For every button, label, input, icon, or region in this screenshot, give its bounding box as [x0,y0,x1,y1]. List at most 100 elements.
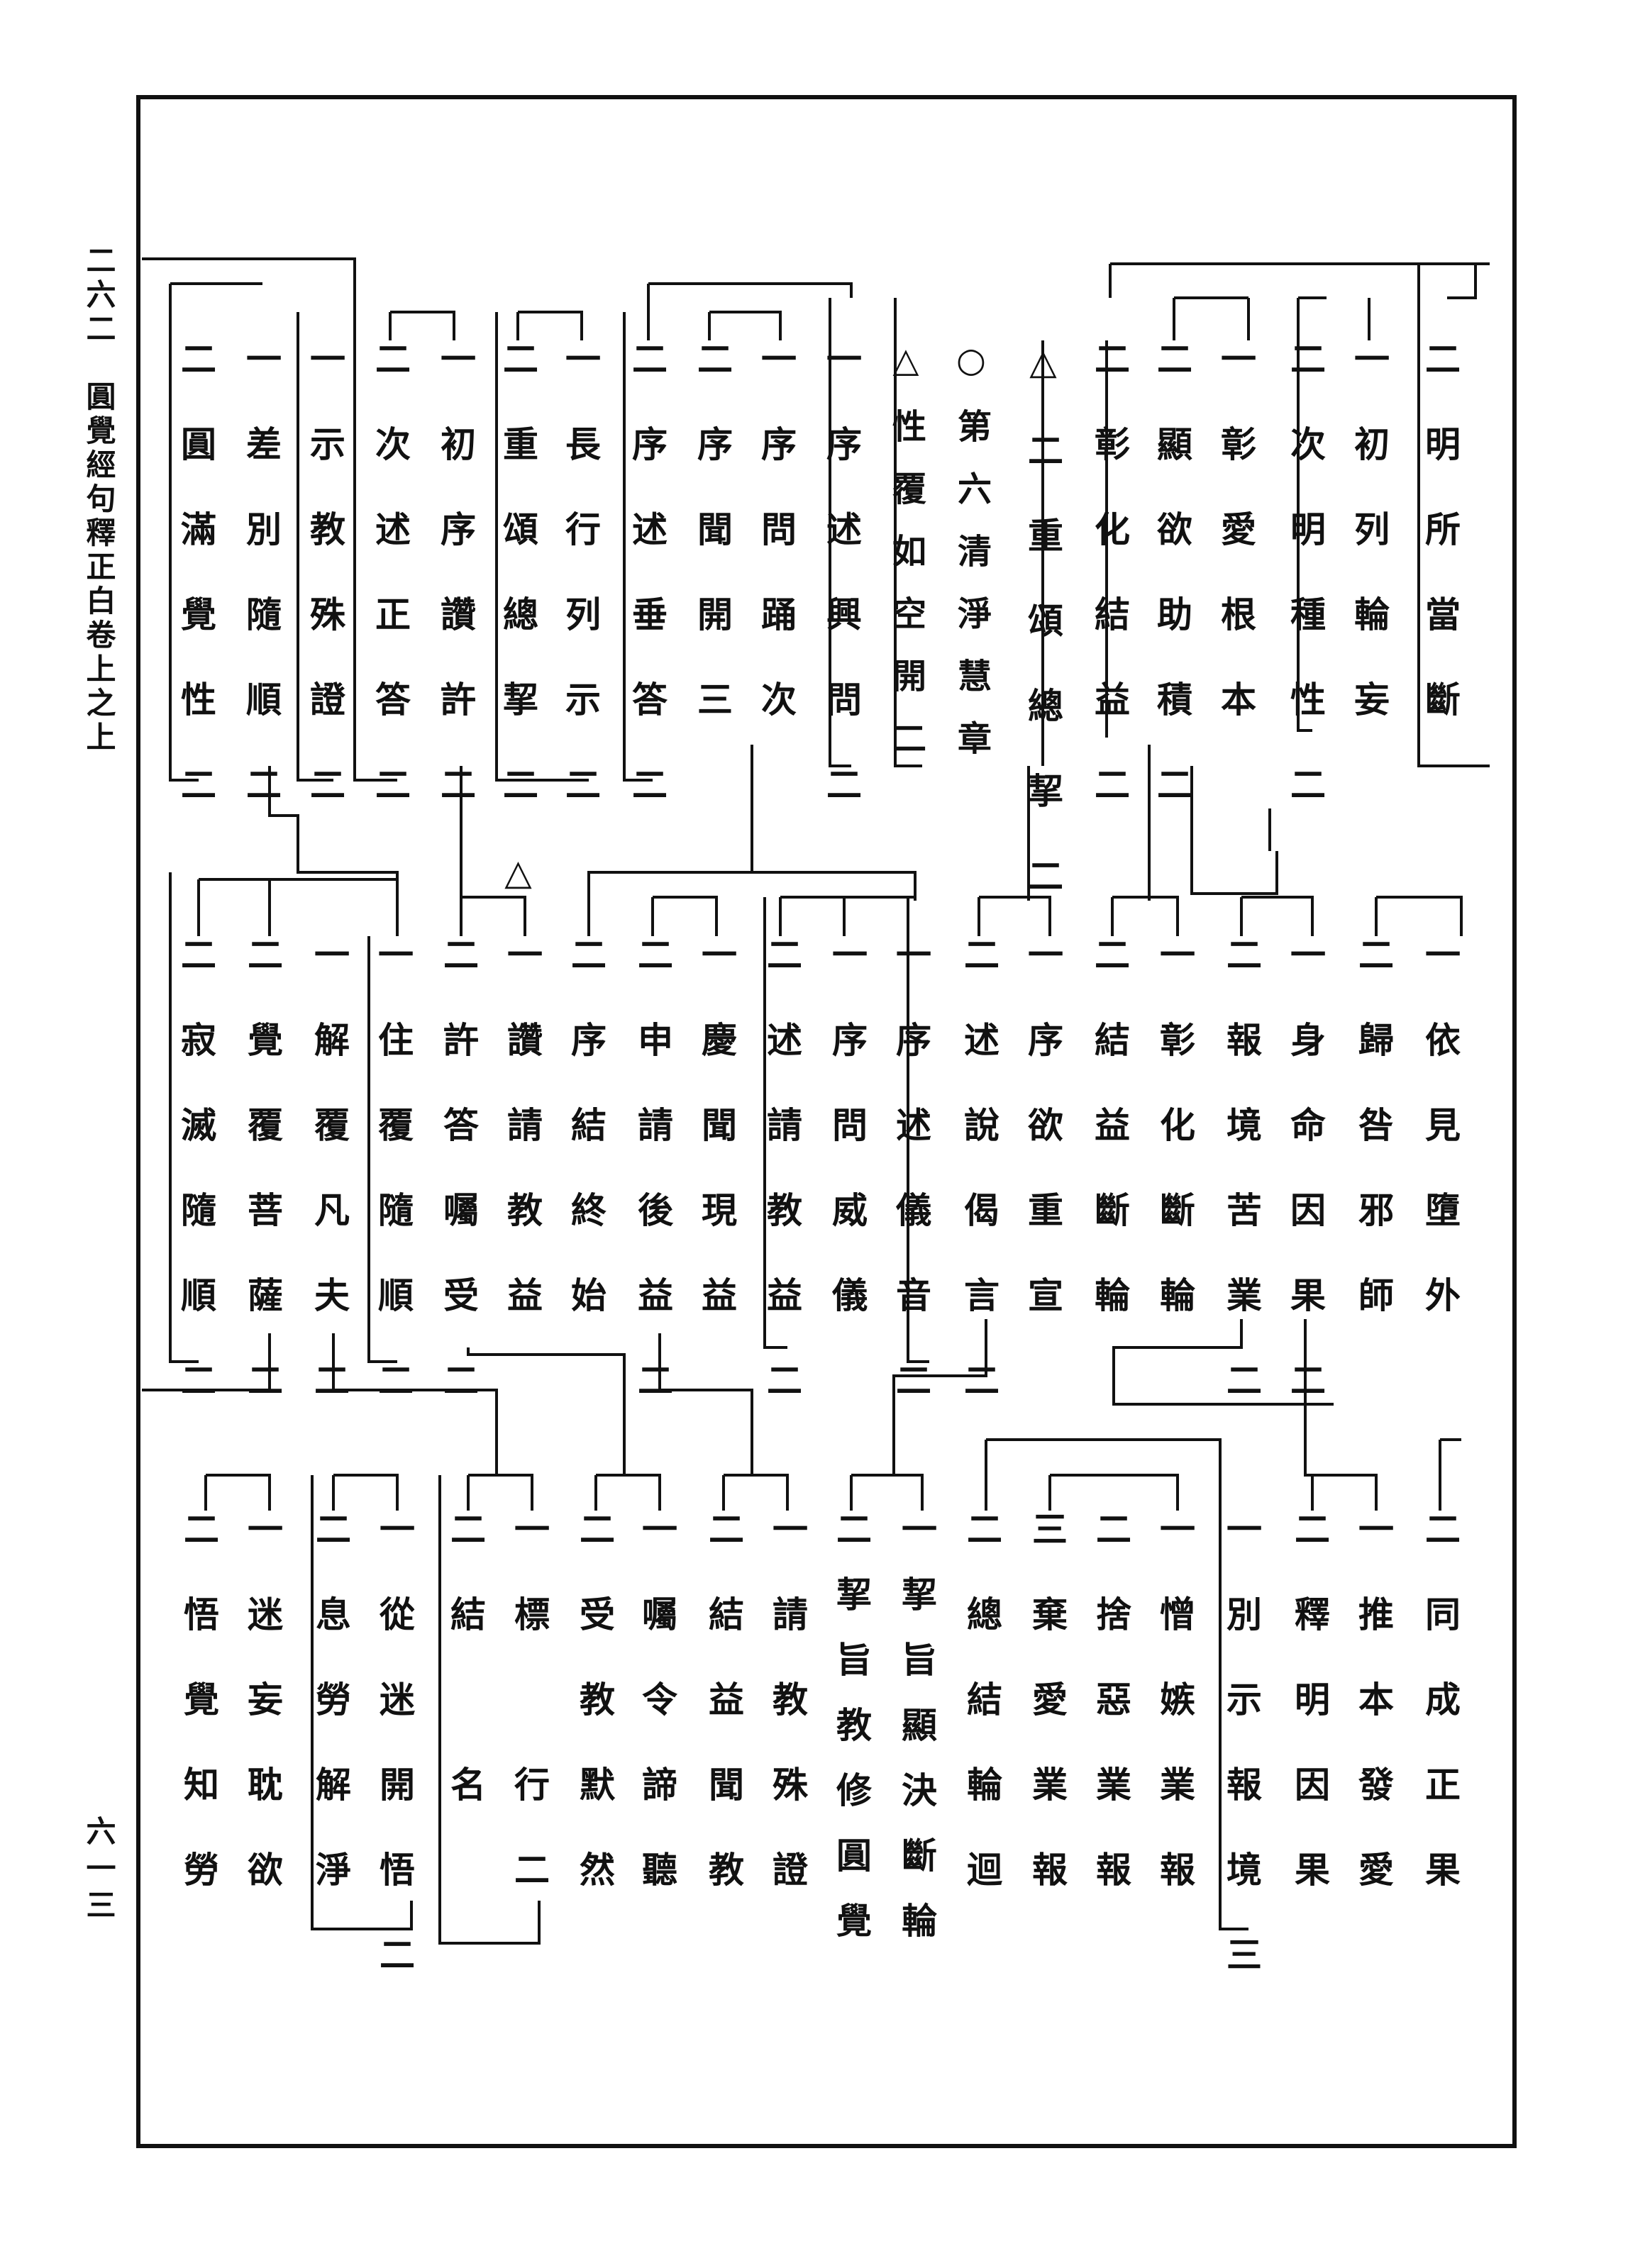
bracket-line [722,1474,789,1511]
outline-entry: 二寂滅隨順二 [175,936,217,1447]
outline-entry: 二圓滿覺性二 [175,340,217,851]
bracket-line [389,311,455,340]
outline-entry: △性覆如空開二 [886,340,926,783]
bracket-line [763,897,787,1349]
bracket-line [311,1475,413,1930]
bracket-line [1439,1438,1461,1511]
bracket-line [708,311,782,340]
outline-entry: 二總結輪迴 [961,1511,1003,1936]
outline-entry: 二結益聞教 [703,1511,745,1936]
outline-entry: 二序結終始 [565,936,607,1362]
outline-entry: 一別示報境三 [1221,1511,1263,2021]
bracket-line [1027,745,1278,901]
outline-entry: 一彰化斷輪 [1154,936,1196,1362]
outline-entry: 一序述興問二 [821,340,863,851]
outline-entry: 二許答囑受二 [438,936,480,1447]
outline-entry: 一慶聞現益 [696,936,738,1362]
outline-entry: 一初列輪妄 [1349,340,1390,766]
outline-entry: 一推本發愛 [1353,1511,1395,1936]
outline-entry: 一序欲重宣 [1022,936,1064,1362]
bracket-line [367,936,397,1363]
outline-entry: 二述請教益二 [761,936,803,1447]
bracket-line [850,1474,924,1511]
bracket-line [978,896,1051,936]
outline-entry: 一從迷開悟二 [374,1511,416,2021]
outline-entry: 一挈旨顯決斷輪 [896,1511,938,1967]
outline-entry: 二受教默然 [574,1511,616,1936]
outline-entry: 一序問威儀 [826,936,868,1362]
outline-entry: 三棄愛業報 [1026,1511,1068,1936]
outline-entry: 二挈旨教修圓覺 [831,1511,873,1967]
bracket-line [1297,296,1370,732]
bracket-line [169,282,262,782]
outline-entry: 二次明種性二 [1285,340,1327,851]
bracket-line [907,897,929,1363]
outline-entry: 一差別隨順二 [240,340,282,851]
bracket-line [1109,262,1477,299]
outline-entry: 一序述儀音二 [890,936,932,1447]
page-frame [136,95,1517,2148]
bracket-line [332,1474,399,1511]
outline-entry: 二同成正果 [1419,1511,1461,1936]
outline-entry: 二息勞解淨 [310,1511,352,1936]
outline-entry: 二覺覆菩薩二 [242,936,284,1447]
outline-entry: 一讚請教益 [502,936,543,1362]
bracket-line [197,878,399,936]
bracket-line [623,312,653,782]
outline-entry: 二次述正答二 [370,340,411,851]
bracket-line [1111,896,1179,936]
bracket-line [647,282,853,340]
bracket-line [467,1347,626,1475]
outline-entry: 一迷妄耽欲 [242,1511,284,1936]
outline-entry: 二結 名 [445,1511,487,1851]
outline-entry: 二歸咎邪師 [1353,936,1395,1362]
outline-entry: 二顯欲助積二 [1151,340,1193,851]
outline-entry: 一解覆凡夫二 [309,936,350,1447]
outline-entry: 一依見墮外 [1419,936,1461,1362]
bracket-line [894,298,922,767]
bracket-line [142,257,356,264]
outline-entry: 二捨惡業報 [1090,1511,1132,1936]
outline-entry: 一囑令諦聽 [636,1511,678,1936]
bracket-line [658,1333,753,1475]
bracket-line [297,312,333,782]
outline-entry: 二報境苦業二 [1221,936,1263,1447]
bracket-line [204,1474,271,1511]
outline-entry: 二申請後益二 [632,936,674,1447]
outline-entry: 二重頌總挈二△ [497,340,539,943]
outline-entry: 一示教殊證二 [304,340,346,851]
bracket-line [438,1475,541,1945]
page-number: 六一三 [82,1816,116,1926]
bracket-line [1041,340,1108,766]
bracket-line [1173,296,1250,340]
outline-entry: 二述說偈言二 [958,936,1000,1447]
outline-entry: 一彰愛根本 [1215,340,1257,766]
bracket-line [169,872,199,1363]
outline-entry: ○第六清淨慧章 [951,340,991,783]
bracket-line [460,896,526,936]
bracket-line [985,1438,1248,1930]
outline-entry: 一身命因果二 [1285,936,1327,1447]
bracket-line [1375,896,1463,936]
bracket-line [268,766,463,901]
outline-entry: 二悟覺知勞 [178,1511,220,1936]
bracket-line [495,312,589,782]
bracket-line [892,1319,987,1475]
margin-header: 二六二 圓覺經句釋正白卷上之上 [82,245,116,755]
outline-entry: 一序問踊次 [755,340,797,766]
bracket-line [1240,896,1314,936]
outline-entry: 二結益斷輪 [1089,936,1131,1362]
outline-entry: 一標 行二 [509,1511,550,1936]
bracket-line [332,1333,498,1475]
bracket-line [353,264,397,782]
outline-entry: 二釋明因果 [1289,1511,1331,1936]
outline-entry: 一住覆隨順二 [372,936,414,1447]
bracket-line [1048,1474,1179,1511]
outline-entry: 二序述垂答二 [626,340,668,851]
outline-entry: 一初序讚許二 [435,340,477,851]
bracket-line [467,1474,533,1511]
outline-entry: 二序聞開三 [692,340,733,766]
outline-entry: △二重頌總挈二 [1022,340,1064,943]
outline-entry: 二明所當斷 [1419,340,1461,766]
bracket-line [594,1474,661,1511]
